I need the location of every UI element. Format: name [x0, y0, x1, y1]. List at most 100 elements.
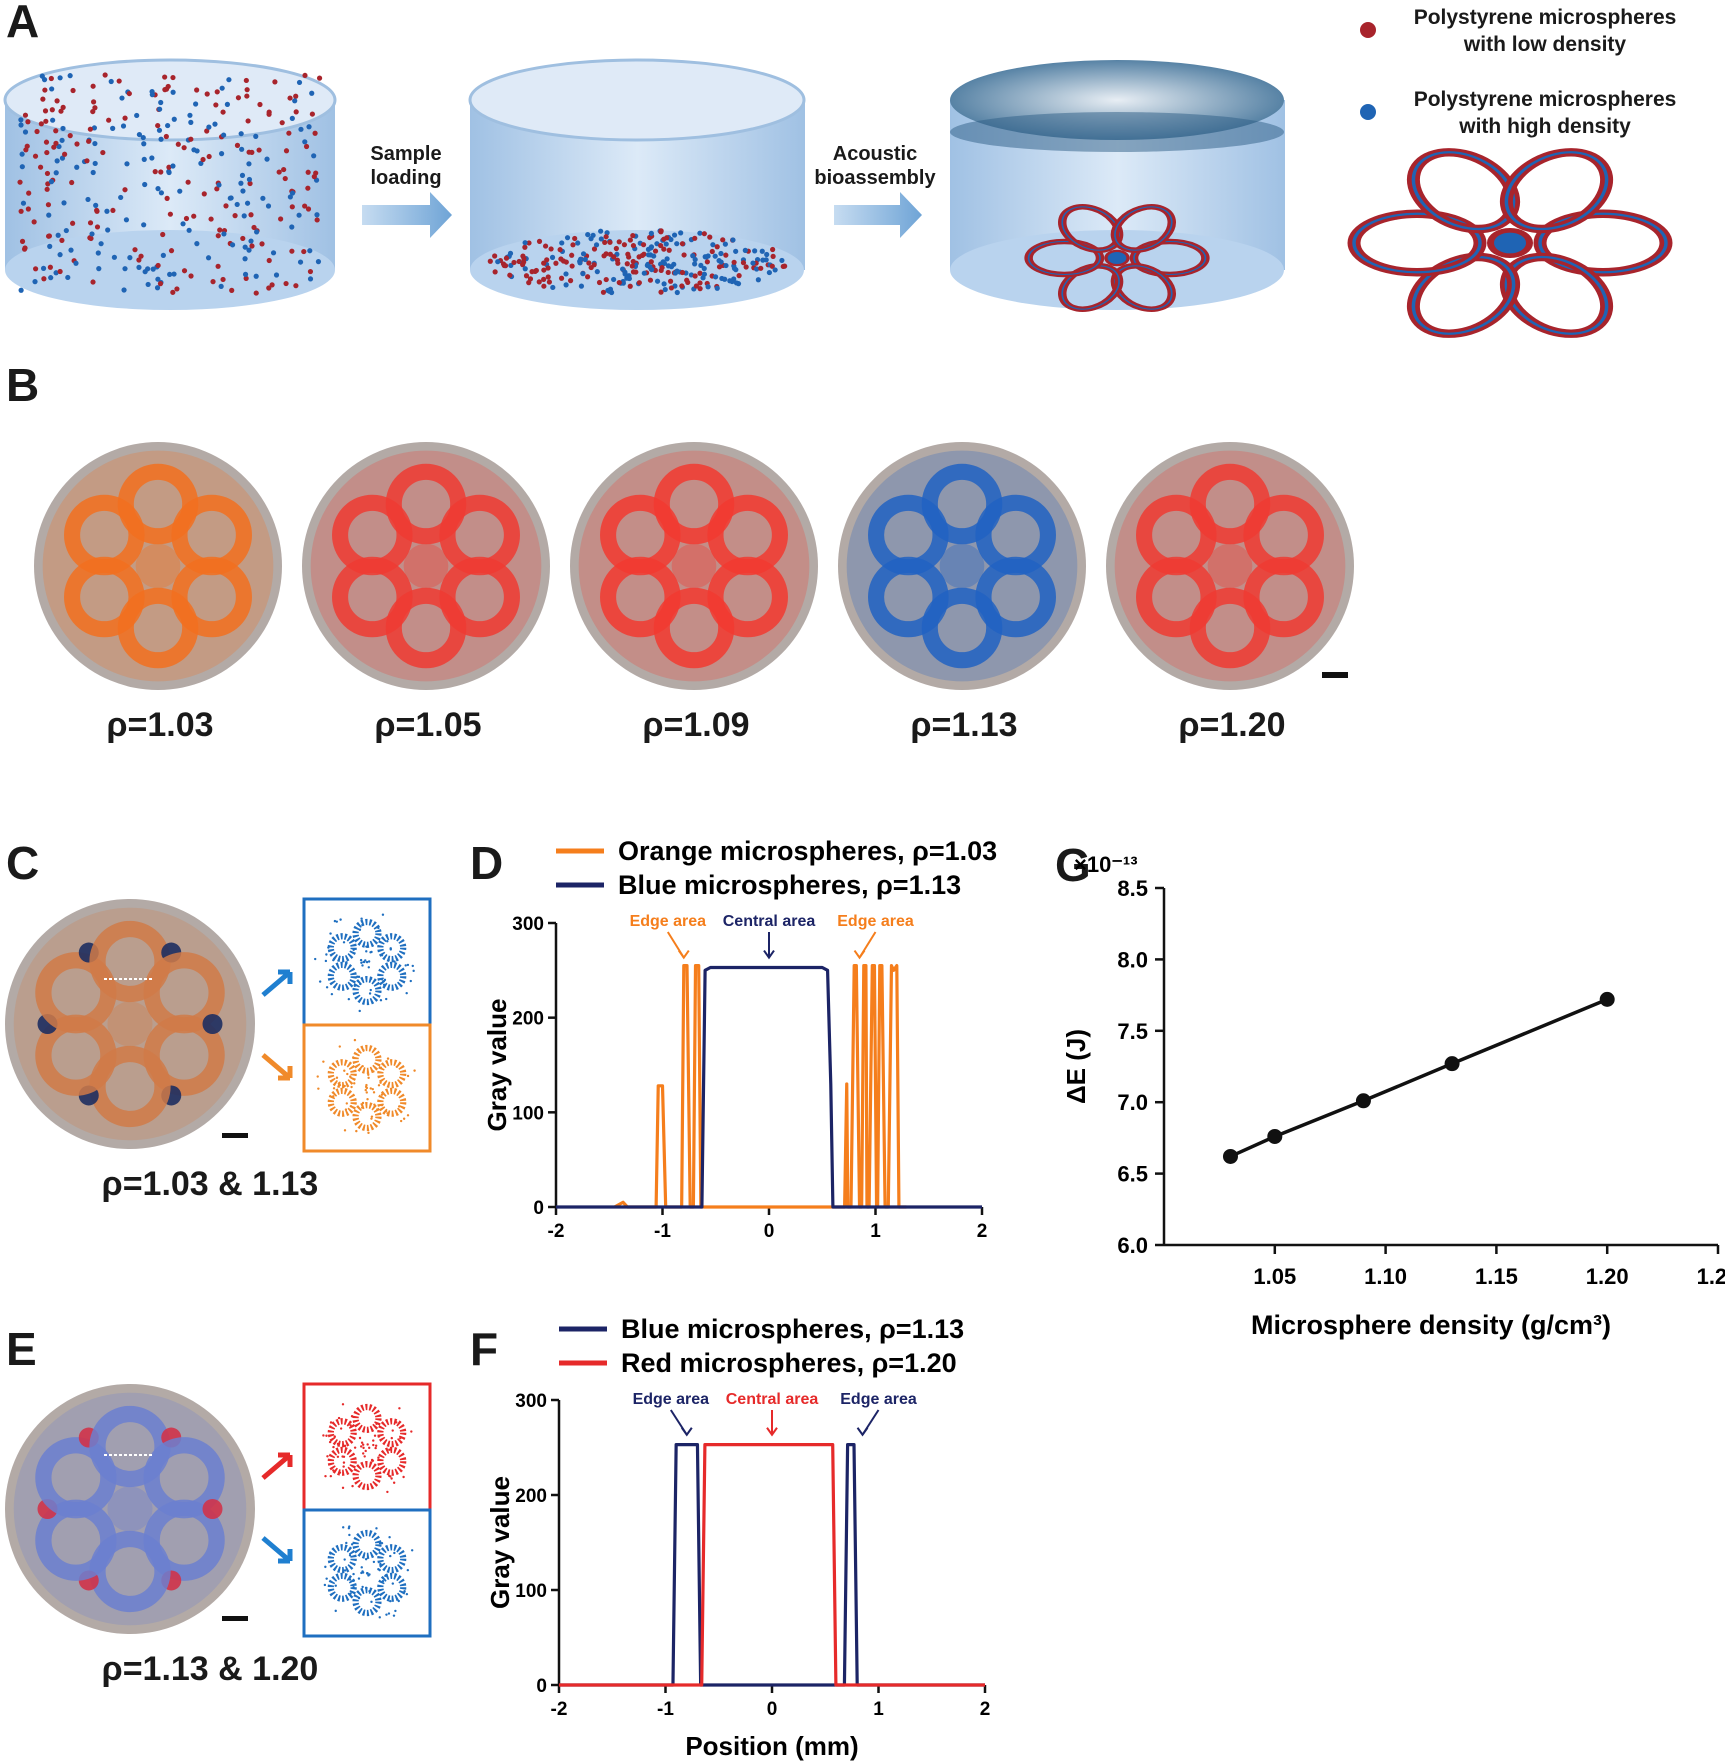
particle: [242, 244, 248, 250]
particle: [283, 280, 289, 287]
particle: [244, 93, 250, 99]
dish-center: [939, 543, 985, 589]
particle: [645, 252, 652, 258]
particle: [648, 230, 654, 236]
legend-low-density-dot: [1360, 22, 1376, 38]
speckle: [348, 1525, 351, 1528]
particle: [278, 216, 284, 222]
speckle: [348, 1554, 352, 1557]
speckle: [332, 1445, 335, 1449]
speckle: [386, 940, 389, 943]
particle: [141, 141, 147, 147]
speckle: [369, 988, 372, 992]
speckle: [368, 1573, 371, 1576]
speckle-ring: [327, 933, 357, 963]
particle: [67, 133, 73, 139]
speckle: [410, 1549, 414, 1552]
particle: [742, 247, 748, 253]
particle: [697, 286, 703, 292]
particle: [213, 102, 219, 108]
particle: [693, 283, 700, 289]
speckle: [357, 1596, 361, 1600]
particle: [620, 280, 626, 286]
speckle: [403, 1590, 406, 1593]
speckle: [372, 1070, 375, 1073]
x-tick-label: 1: [873, 1699, 884, 1720]
particle: [652, 248, 659, 254]
particle: [307, 276, 314, 282]
y-tick-label: 300: [512, 914, 544, 935]
speckle: [362, 1452, 365, 1455]
speckle: [361, 1585, 364, 1589]
speckle-ring: [352, 1403, 382, 1433]
particle: [270, 250, 277, 256]
particle: [692, 256, 698, 263]
particle: [167, 271, 173, 278]
particle: [716, 264, 723, 270]
particle: [526, 240, 532, 246]
particle: [242, 256, 248, 262]
particle: [38, 121, 44, 127]
speckle: [365, 960, 369, 964]
x-tick-label: 2: [980, 1699, 991, 1720]
particle: [293, 109, 299, 115]
particle: [181, 145, 187, 151]
particle: [679, 241, 686, 247]
particle: [714, 285, 720, 291]
particle: [276, 169, 282, 175]
speckle: [402, 1475, 405, 1479]
particle: [155, 122, 161, 129]
speckle: [390, 1436, 393, 1440]
particle: [293, 283, 299, 289]
particle: [218, 151, 225, 157]
speckle: [367, 1076, 370, 1080]
particle: [41, 276, 47, 282]
particle: [283, 148, 290, 154]
speckle: [360, 917, 363, 920]
particle: [736, 273, 742, 279]
channel-blue-image: [314, 913, 415, 1013]
speckle: [375, 1527, 378, 1530]
y-multiplier-label: ×10⁻¹³: [1074, 852, 1138, 877]
density-label-5: ρ=1.20: [1178, 706, 1286, 744]
annotation-1: Edge area: [630, 913, 707, 930]
speckle: [367, 960, 371, 963]
particle: [136, 264, 142, 270]
particle: [265, 203, 272, 209]
particle: [221, 132, 227, 138]
particle: [503, 255, 510, 261]
particle: [591, 246, 598, 252]
particle: [244, 87, 250, 93]
series-line-1: [559, 1443, 985, 1687]
particle: [49, 107, 55, 113]
particle: [648, 244, 655, 250]
speckle: [330, 992, 334, 996]
particle: [723, 252, 729, 258]
particle: [569, 252, 575, 258]
particle: [44, 170, 51, 177]
panel-a-illustration: [3, 22, 1673, 338]
particle: [272, 79, 278, 85]
speckle: [365, 1572, 369, 1575]
dish-center: [135, 543, 181, 589]
petal-loop-core: [1027, 240, 1101, 276]
particle: [177, 188, 183, 194]
particle: [701, 231, 707, 237]
particle: [242, 271, 249, 277]
particle: [25, 119, 31, 125]
particle: [245, 118, 251, 124]
speckle: [343, 1569, 347, 1572]
particle: [666, 247, 672, 253]
dish-center: [1207, 543, 1253, 589]
speckle: [360, 1106, 364, 1109]
speckle: [325, 1577, 328, 1580]
particle: [564, 235, 571, 241]
particle: [598, 236, 604, 242]
speckle: [378, 1542, 382, 1545]
particle: [69, 179, 75, 186]
particle: [102, 72, 108, 78]
particle: [18, 287, 24, 293]
speckle: [337, 1082, 341, 1085]
speckle: [406, 1568, 410, 1572]
speckle: [352, 1579, 355, 1583]
